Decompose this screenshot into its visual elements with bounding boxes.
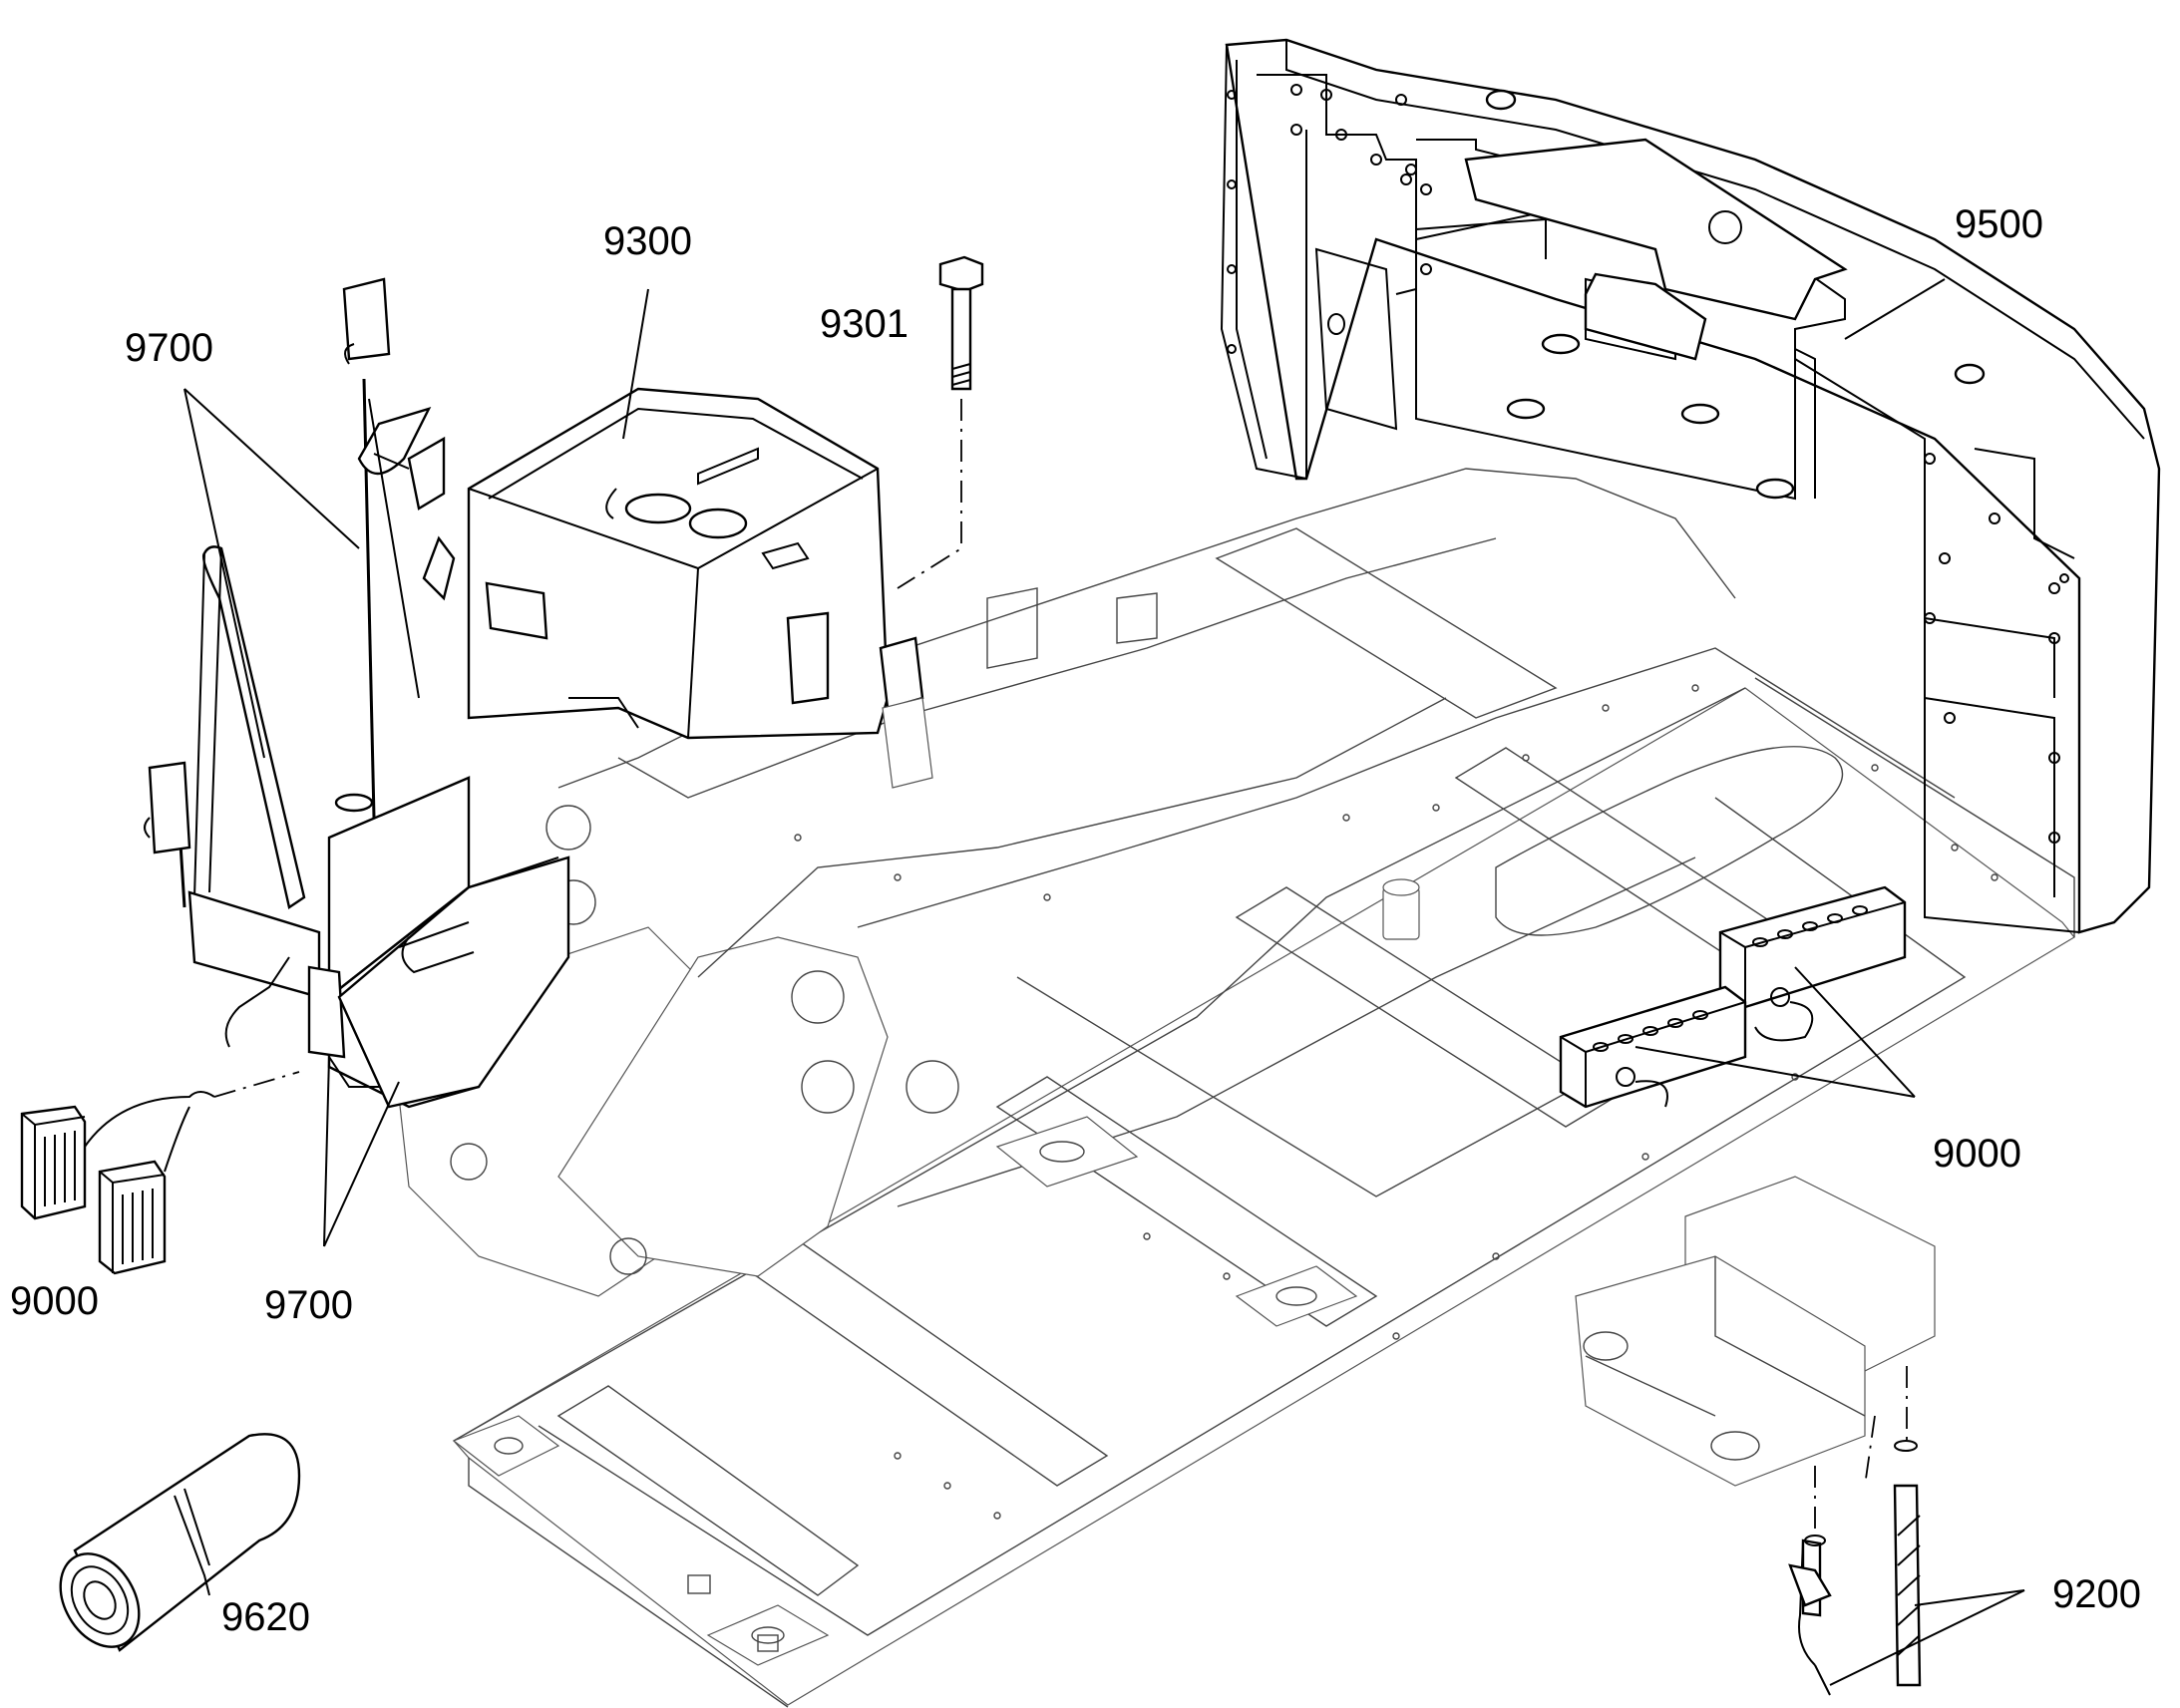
floor-mat	[59, 1433, 301, 1652]
label-pedal-pads: 9000	[10, 1279, 99, 1323]
tank-bracket	[879, 636, 933, 789]
label-battery: 9000	[1933, 1132, 2021, 1176]
batteries	[1559, 885, 1907, 1109]
frame-holes	[794, 684, 1998, 1520]
counterweight-bolts	[1227, 84, 2069, 844]
leader-lines	[183, 278, 2025, 1686]
counterweight	[1220, 38, 2161, 934]
base-frame	[398, 468, 2075, 1708]
label-bolt: 9301	[820, 302, 908, 346]
label-ground-cable: 9200	[2052, 1572, 2141, 1616]
cable-box	[1575, 1176, 1936, 1487]
counterweight-bosses	[1327, 89, 1986, 500]
label-seat-frame-lower: 9700	[264, 1283, 353, 1327]
ground-cables	[1788, 1440, 1922, 1696]
battery-vents	[1752, 905, 1868, 947]
pedal-pads	[20, 1071, 300, 1275]
seat-base	[337, 855, 570, 1109]
label-counterweight: 9500	[1955, 202, 2043, 246]
fuel-tank	[467, 387, 890, 740]
label-seat-frame: 9700	[125, 326, 213, 370]
label-tank: 9300	[603, 219, 692, 263]
bolt	[897, 255, 984, 589]
label-mat: 9620	[221, 1595, 310, 1639]
